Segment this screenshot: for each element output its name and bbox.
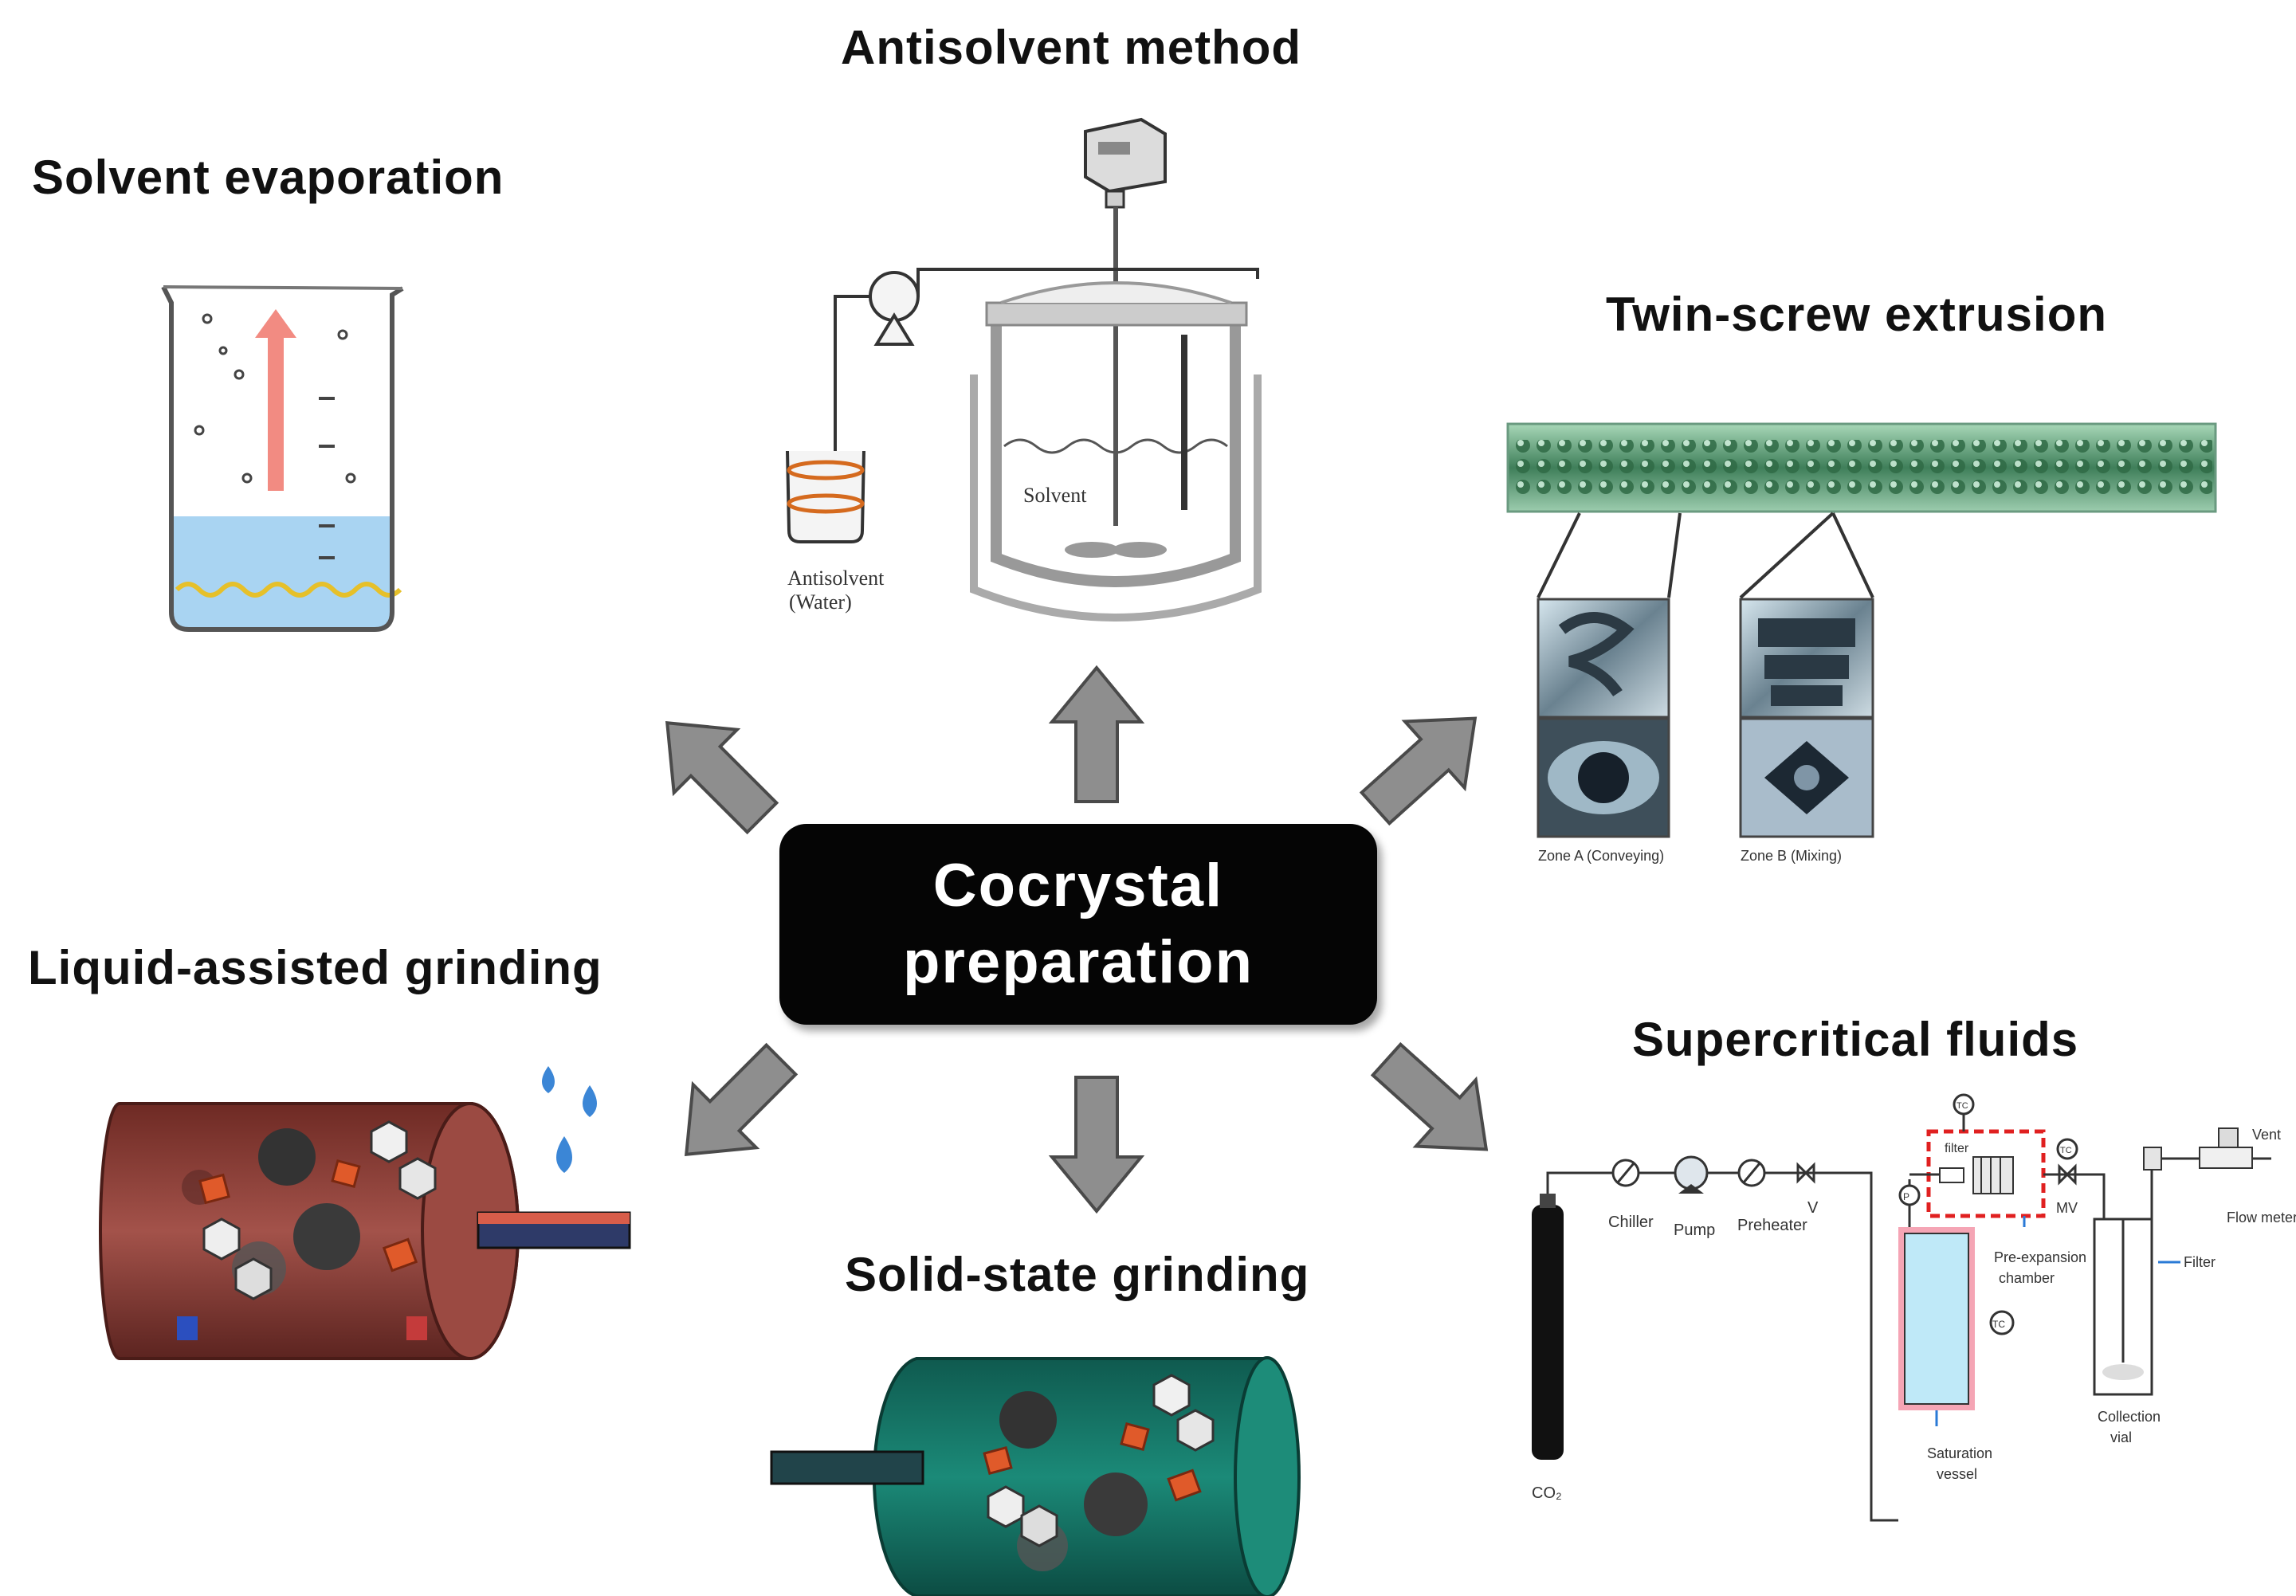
pump-label: Pump	[1674, 1222, 1715, 1239]
mv-label: MV	[2056, 1200, 2078, 1216]
arrow-down-right-icon	[1370, 1041, 1489, 1151]
antisolvent-apparatus-icon: Solvent Antisolvent (Water)	[786, 117, 1262, 622]
collection-vial-label: Collection	[2098, 1409, 2161, 1425]
liquid-assisted-ball-mill-icon	[99, 1066, 631, 1360]
vent-label: Vent	[2252, 1127, 2281, 1143]
tc-vessel-label: TC	[1992, 1319, 2005, 1330]
filter-label: Filter	[2184, 1254, 2216, 1270]
antisolvent-method-title: Antisolvent method	[841, 21, 1302, 74]
collection-vial-label-2: vial	[2110, 1429, 2132, 1445]
solvent-evaporation-title: Solvent evaporation	[32, 151, 504, 204]
valve-v-label: V	[1807, 1199, 1819, 1217]
arrow-up-left-icon	[665, 720, 779, 835]
zone-b-label: Zone B (Mixing)	[1741, 848, 1842, 864]
tc-top-label: TC	[1957, 1101, 1968, 1111]
solvent-label: Solvent	[1023, 484, 1087, 507]
saturation-vessel-label-2: vessel	[1937, 1466, 1977, 1482]
twin-screw-extruder-icon: Zone A (Conveying) Zone B (Mixing)	[1506, 422, 2217, 864]
chiller-label: Chiller	[1608, 1214, 1654, 1231]
supercritical-setup-icon: CO₂ Chiller Pump Preheater V P	[1532, 1093, 2296, 1522]
twin-screw-extrusion-title: Twin-screw extrusion	[1606, 288, 2108, 341]
filter-top-label: filter	[1945, 1142, 1969, 1155]
cocrystal-preparation-box: Cocrystal preparation	[779, 824, 1377, 1025]
solid-state-ball-mill-icon	[770, 1356, 1301, 1596]
liquid-assisted-grinding-title: Liquid-assisted grinding	[28, 941, 602, 994]
center-title-line-1: Cocrystal	[932, 852, 1224, 920]
arrow-down-icon	[1048, 1076, 1145, 1214]
preheater-label: Preheater	[1737, 1217, 1807, 1234]
zone-a-label: Zone A (Conveying)	[1538, 848, 1664, 864]
pre-expansion-label: Pre-expansion	[1994, 1249, 2086, 1265]
supercritical-fluids-title: Supercritical fluids	[1632, 1013, 2079, 1066]
saturation-vessel-label: Saturation	[1927, 1445, 1992, 1461]
arrow-down-left-icon	[684, 1042, 799, 1157]
arrow-up-right-icon	[1359, 716, 1478, 826]
flow-meter-label: Flow meter	[2227, 1210, 2296, 1225]
antisolvent-water-label: (Water)	[789, 590, 852, 614]
solid-state-grinding-title: Solid-state grinding	[845, 1248, 1310, 1301]
tc-mv-label: TC	[2060, 1146, 2072, 1155]
pre-expansion-label-2: chamber	[1999, 1270, 2055, 1286]
beaker-icon	[161, 285, 404, 632]
center-title-line-2: preparation	[902, 928, 1254, 996]
arrow-up-icon	[1048, 665, 1145, 803]
pressure-p-label: P	[1903, 1191, 1909, 1202]
co2-label: CO₂	[1532, 1484, 1562, 1502]
antisolvent-label: Antisolvent	[787, 567, 885, 590]
